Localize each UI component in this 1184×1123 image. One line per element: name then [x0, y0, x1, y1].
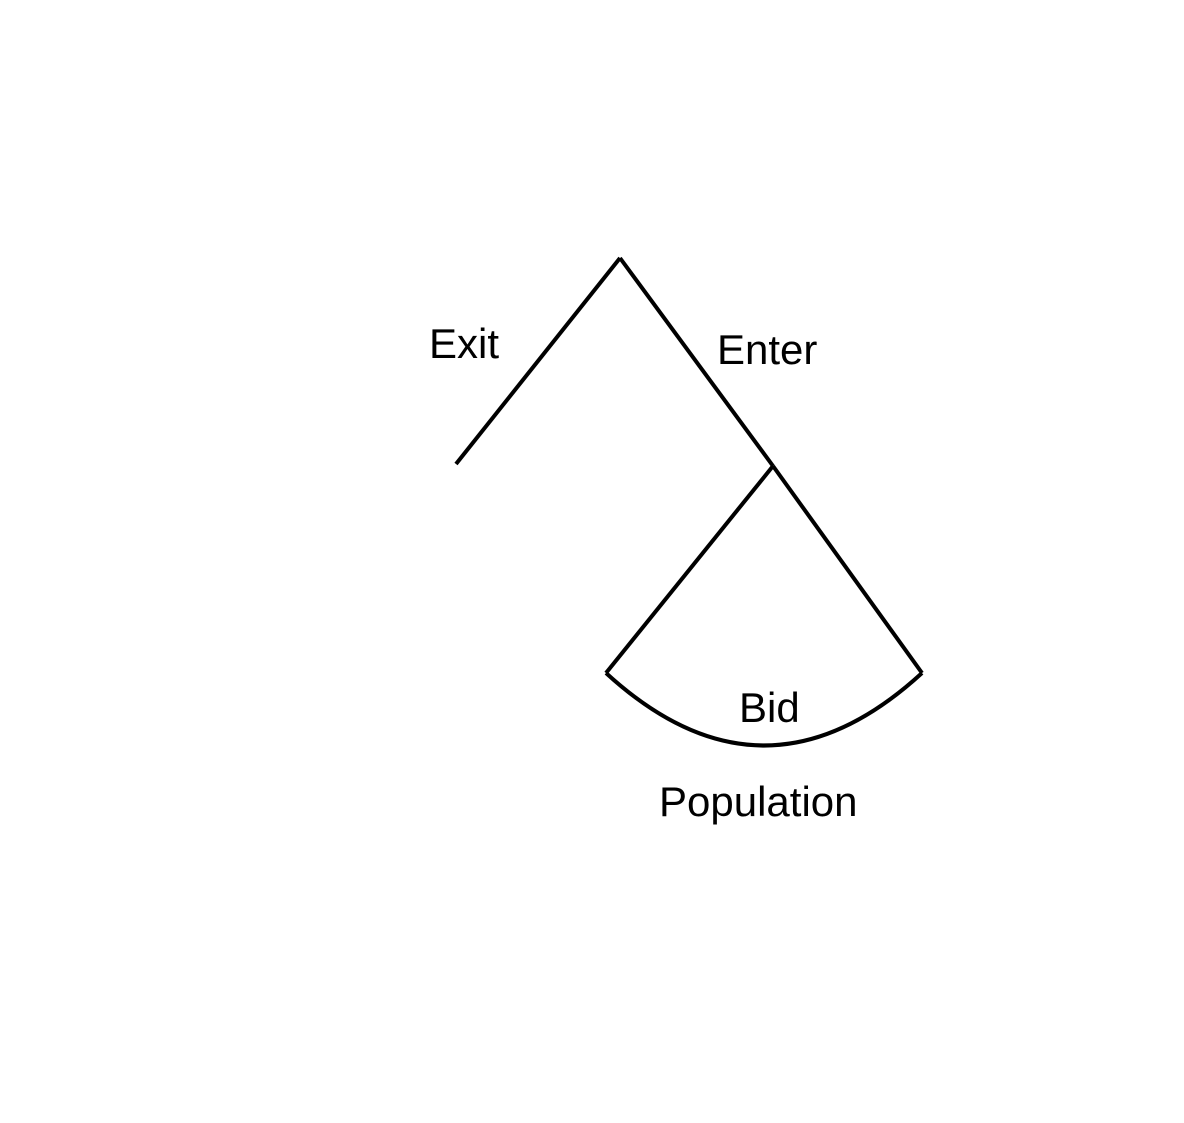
exit-branch	[454, 256, 622, 466]
enter-label: Enter	[717, 326, 817, 373]
exit-label: Exit	[429, 320, 499, 367]
enter-branch	[618, 256, 775, 468]
bid-label: Bid	[739, 684, 800, 731]
population-label: Population	[659, 778, 858, 825]
bid-cone-right-edge	[771, 464, 924, 675]
bid-cone-arc	[604, 671, 924, 748]
bid-cone-left-edge	[604, 464, 775, 675]
